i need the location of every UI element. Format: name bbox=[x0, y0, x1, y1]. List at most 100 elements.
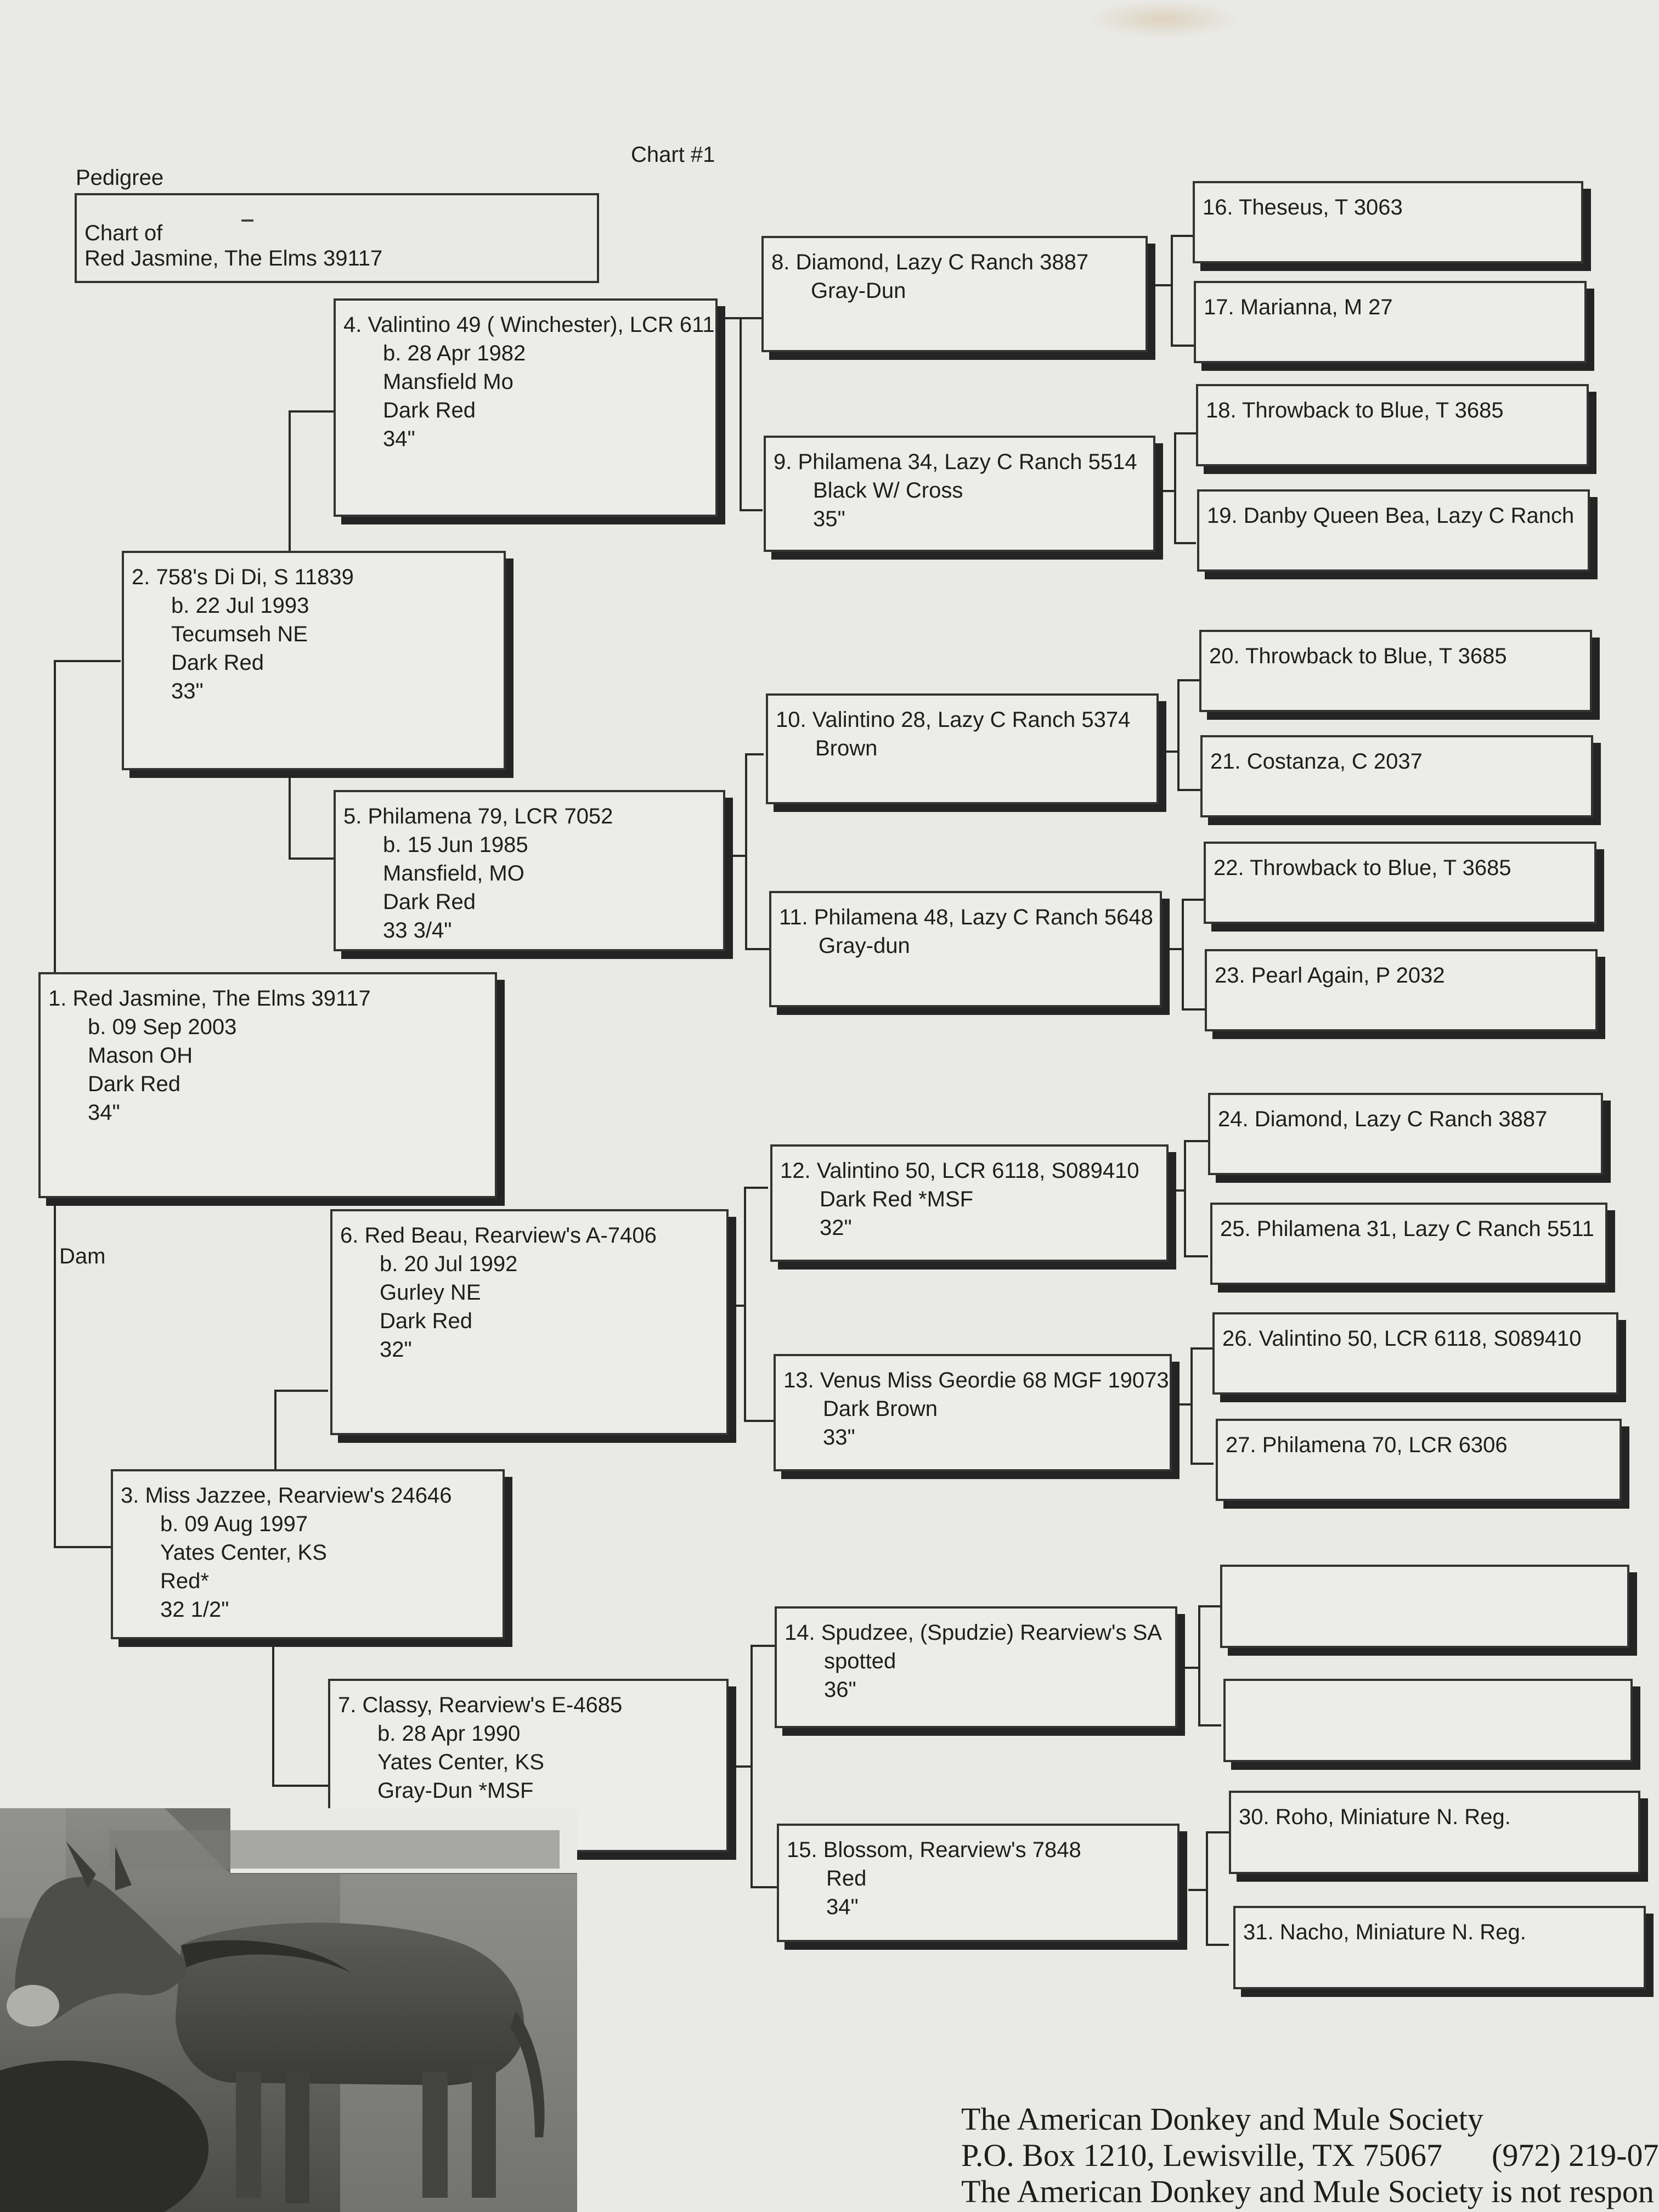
entry-color: Dark Red bbox=[383, 890, 476, 914]
entry-birth: b. 09 Aug 1997 bbox=[160, 1512, 308, 1536]
entry-11: 11. Philamena 48, Lazy C Ranch 5648 Gray… bbox=[769, 891, 1162, 1007]
entry-name: 1. Red Jasmine, The Elms 39117 bbox=[48, 986, 371, 1011]
entry-30: 30. Roho, Miniature N. Reg. bbox=[1229, 1791, 1640, 1874]
entry-place: Mansfield, MO bbox=[383, 861, 524, 885]
entry-place: Yates Center, KS bbox=[160, 1541, 327, 1565]
entry-26: 26. Valintino 50, LCR 6118, S089410 bbox=[1212, 1312, 1618, 1395]
entry-24: 24. Diamond, Lazy C Ranch 3887 bbox=[1208, 1093, 1603, 1175]
entry-color: Brown bbox=[815, 736, 878, 760]
entry-name: 10. Valintino 28, Lazy C Ranch 5374 bbox=[776, 708, 1131, 732]
pedigree-label: Pedigree bbox=[76, 166, 164, 190]
entry-25: 25. Philamena 31, Lazy C Ranch 5511 bbox=[1210, 1203, 1607, 1285]
entry-name: 18. Throwback to Blue, T 3685 bbox=[1206, 398, 1504, 422]
entry-height: 32" bbox=[380, 1338, 412, 1362]
entry-21: 21. Costanza, C 2037 bbox=[1200, 735, 1593, 817]
entry-name: 8. Diamond, Lazy C Ranch 3887 bbox=[771, 250, 1089, 274]
entry-place: Gurley NE bbox=[380, 1280, 481, 1305]
entry-height: 32" bbox=[820, 1216, 852, 1240]
entry-height: 36" bbox=[824, 1678, 856, 1702]
entry-height: 34" bbox=[88, 1101, 120, 1125]
entry-place: Mason OH bbox=[88, 1043, 193, 1068]
entry-birth: b. 20 Jul 1992 bbox=[380, 1252, 518, 1276]
entry-color: Dark Brown bbox=[823, 1397, 938, 1421]
entry-name: 27. Philamena 70, LCR 6306 bbox=[1226, 1433, 1508, 1457]
footer-disclaimer: The American Donkey and Mule Society is … bbox=[961, 2174, 1654, 2209]
entry-27: 27. Philamena 70, LCR 6306 bbox=[1216, 1419, 1622, 1501]
footer-address: P.O. Box 1210, Lewisville, TX 75067 bbox=[961, 2137, 1442, 2173]
entry-name: 16. Theseus, T 3063 bbox=[1203, 195, 1403, 219]
entry-1: 1. Red Jasmine, The Elms 39117 b. 09 Sep… bbox=[38, 972, 497, 1198]
entry-20: 20. Throwback to Blue, T 3685 bbox=[1199, 630, 1592, 712]
entry-22: 22. Throwback to Blue, T 3685 bbox=[1204, 842, 1596, 924]
entry-name: 4. Valintino 49 ( Winchester), LCR 6115 bbox=[343, 313, 718, 337]
entry-name: 3. Miss Jazzee, Rearview's 24646 bbox=[121, 1483, 452, 1508]
entry-8: 8. Diamond, Lazy C Ranch 3887 Gray-Dun bbox=[761, 236, 1148, 352]
entry-height: 35" bbox=[813, 507, 845, 531]
entry-color: Dark Red bbox=[383, 398, 476, 422]
entry-name: 6. Red Beau, Rearview's A-7406 bbox=[340, 1223, 657, 1248]
dam-label: Dam bbox=[59, 1244, 106, 1268]
entry-6: 6. Red Beau, Rearview's A-7406 b. 20 Jul… bbox=[330, 1209, 729, 1435]
entry-color: Black W/ Cross bbox=[813, 478, 963, 503]
entry-31: 31. Nacho, Miniature N. Reg. bbox=[1233, 1906, 1646, 1989]
donkey-photo bbox=[0, 1808, 577, 2212]
entry-name: 19. Danby Queen Bea, Lazy C Ranch bbox=[1207, 504, 1575, 528]
entry-9: 9. Philamena 34, Lazy C Ranch 5514 Black… bbox=[764, 436, 1155, 552]
entry-name: 23. Pearl Again, P 2032 bbox=[1215, 963, 1445, 988]
entry-color: Dark Red bbox=[88, 1072, 180, 1096]
entry-name: 26. Valintino 50, LCR 6118, S089410 bbox=[1222, 1327, 1582, 1351]
entry-name: 9. Philamena 34, Lazy C Ranch 5514 bbox=[774, 450, 1137, 474]
entry-birth: b. 09 Sep 2003 bbox=[88, 1015, 237, 1039]
entry-height: 33" bbox=[823, 1425, 855, 1449]
entry-13: 13. Venus Miss Geordie 68 MGF 19073 Dark… bbox=[774, 1354, 1172, 1471]
entry-16: 16. Theseus, T 3063 bbox=[1193, 181, 1583, 263]
entry-10: 10. Valintino 28, Lazy C Ranch 5374 Brow… bbox=[766, 693, 1159, 804]
entry-18: 18. Throwback to Blue, T 3685 bbox=[1196, 384, 1589, 466]
entry-name: 22. Throwback to Blue, T 3685 bbox=[1214, 856, 1511, 880]
footer-address-line: P.O. Box 1210, Lewisville, TX 75067 (972)… bbox=[961, 2137, 1659, 2174]
entry-name: 20. Throwback to Blue, T 3685 bbox=[1209, 644, 1507, 668]
paper-stain bbox=[1086, 0, 1240, 38]
entry-name: 11. Philamena 48, Lazy C Ranch 5648 bbox=[779, 905, 1153, 929]
entry-15: 15. Blossom, Rearview's 7848 Red 34" bbox=[777, 1824, 1180, 1942]
entry-place: Tecumseh NE bbox=[171, 622, 308, 646]
entry-name: 5. Philamena 79, LCR 7052 bbox=[343, 804, 613, 828]
entry-height: 33" bbox=[171, 679, 204, 703]
entry-name: 15. Blossom, Rearview's 7848 bbox=[787, 1838, 1081, 1862]
entry-color: Red* bbox=[160, 1569, 209, 1593]
entry-color: Dark Red *MSF bbox=[820, 1187, 974, 1211]
entry-name: 13. Venus Miss Geordie 68 MGF 19073 bbox=[783, 1368, 1169, 1392]
entry-birth: b. 28 Apr 1982 bbox=[383, 341, 526, 365]
footer-society-name: The American Donkey and Mule Society bbox=[961, 2101, 1483, 2137]
entry-place: Mansfield Mo bbox=[383, 370, 514, 394]
entry-color: Dark Red bbox=[380, 1309, 472, 1333]
footer-phone: (972) 219-07 bbox=[1492, 2137, 1659, 2173]
entry-3: 3. Miss Jazzee, Rearview's 24646 b. 09 A… bbox=[111, 1469, 505, 1639]
entry-name: 21. Costanza, C 2037 bbox=[1210, 749, 1423, 774]
entry-color: Red bbox=[826, 1866, 867, 1891]
entry-birth: b. 28 Apr 1990 bbox=[377, 1722, 521, 1746]
society-footer: The American Donkey and Mule Society P.O… bbox=[961, 2101, 1659, 2210]
entry-height: 32 1/2" bbox=[160, 1598, 229, 1622]
entry-color: spotted bbox=[824, 1649, 896, 1673]
entry-29-empty bbox=[1223, 1679, 1633, 1762]
entry-height: 34" bbox=[826, 1895, 859, 1919]
entry-5: 5. Philamena 79, LCR 7052 b. 15 Jun 1985… bbox=[334, 790, 725, 951]
entry-name: 24. Diamond, Lazy C Ranch 3887 bbox=[1218, 1107, 1548, 1131]
entry-place: Yates Center, KS bbox=[377, 1750, 544, 1774]
chart-number: Chart #1 bbox=[631, 143, 715, 167]
entry-17: 17. Marianna, M 27 bbox=[1194, 281, 1587, 363]
entry-name: 31. Nacho, Miniature N. Reg. bbox=[1243, 1920, 1526, 1944]
entry-19: 19. Danby Queen Bea, Lazy C Ranch bbox=[1197, 489, 1590, 572]
entry-28-empty bbox=[1220, 1565, 1629, 1648]
entry-2: 2. 758's Di Di, S 11839 b. 22 Jul 1993 T… bbox=[122, 551, 506, 770]
entry-color: Gray-Dun bbox=[811, 279, 906, 303]
entry-color: Gray-Dun *MSF bbox=[377, 1779, 534, 1803]
chart-of-label: Chart of bbox=[84, 221, 163, 245]
entry-name: 25. Philamena 31, Lazy C Ranch 5511 bbox=[1220, 1217, 1594, 1241]
entry-14: 14. Spudzee, (Spudzie) Rearview's SA spo… bbox=[775, 1606, 1177, 1728]
entry-height: 34" bbox=[383, 427, 415, 451]
entry-color: Gray-dun bbox=[819, 934, 910, 958]
entry-12: 12. Valintino 50, LCR 6118, S089410 Dark… bbox=[770, 1144, 1169, 1262]
entry-color: Dark Red bbox=[171, 651, 264, 675]
